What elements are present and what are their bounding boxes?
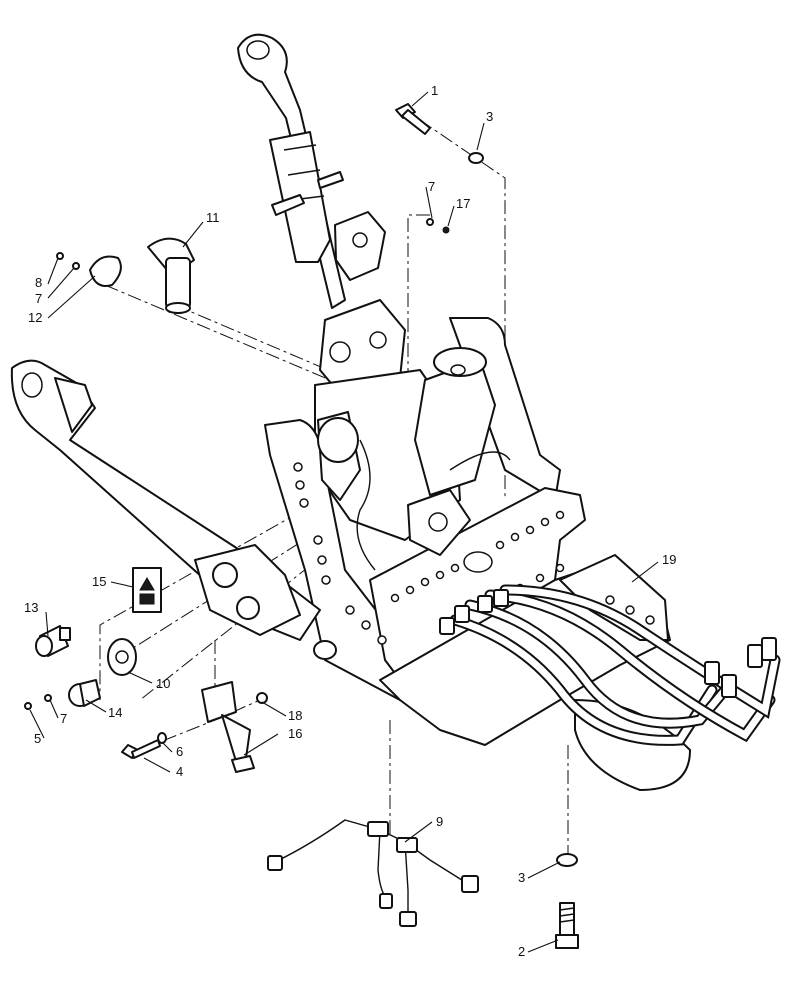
part-17-nut [442, 226, 450, 234]
part-2-bolt [555, 902, 579, 949]
part-7-washer-lower [44, 694, 52, 702]
callout-8: 8 [35, 275, 42, 290]
callout-labels: 1 3 7 17 11 8 7 12 19 15 13 10 14 7 5 6 … [24, 83, 676, 959]
callout-1: 1 [431, 83, 438, 98]
callout-7-upper: 7 [428, 179, 435, 194]
callout-2: 2 [518, 944, 525, 959]
part-11-linchpin [147, 237, 195, 314]
part-5-screw [24, 702, 32, 710]
callout-18: 18 [288, 708, 302, 723]
top-link [237, 33, 346, 309]
callout-10: 10 [156, 676, 170, 691]
callout-17: 17 [456, 196, 470, 211]
part-3-washer-top [468, 152, 484, 164]
callout-7-left: 7 [35, 291, 42, 306]
part-7-washer-upper [426, 218, 434, 226]
part-6-washer [157, 732, 167, 744]
part-9-wiring-harness [267, 819, 479, 927]
part-16-sensor [201, 681, 255, 773]
lower-lift-arm [10, 359, 321, 641]
callout-12: 12 [28, 310, 42, 325]
part-14-plug [68, 679, 101, 707]
part-12-cover-plate [89, 255, 122, 287]
callout-3-bottom: 3 [518, 870, 525, 885]
part-13-plug [35, 625, 71, 657]
part-3-washer-bottom [556, 853, 578, 867]
part-7-washer-left [72, 262, 80, 270]
part-4-bolt [121, 739, 161, 759]
callout-6: 6 [176, 744, 183, 759]
lift-cylinders [317, 347, 496, 556]
part-15-decal [132, 567, 162, 613]
leader-lines [29, 91, 659, 953]
part-8-bolt [56, 252, 64, 260]
part-10-gasket [107, 638, 137, 676]
callout-9: 9 [436, 814, 443, 829]
callout-4: 4 [176, 764, 183, 779]
callout-11: 11 [206, 210, 220, 225]
callout-14: 14 [108, 705, 122, 720]
hose-fittings [439, 589, 777, 698]
frame-holes [293, 462, 655, 645]
part-18-screw [256, 692, 268, 704]
part-1-bolt [395, 103, 431, 135]
callout-19: 19 [662, 552, 676, 567]
callout-5: 5 [34, 731, 41, 746]
callout-16: 16 [288, 726, 302, 741]
callout-15: 15 [92, 574, 106, 589]
callout-3-top: 3 [486, 109, 493, 124]
callout-7-lower: 7 [60, 711, 67, 726]
callout-13: 13 [24, 600, 38, 615]
